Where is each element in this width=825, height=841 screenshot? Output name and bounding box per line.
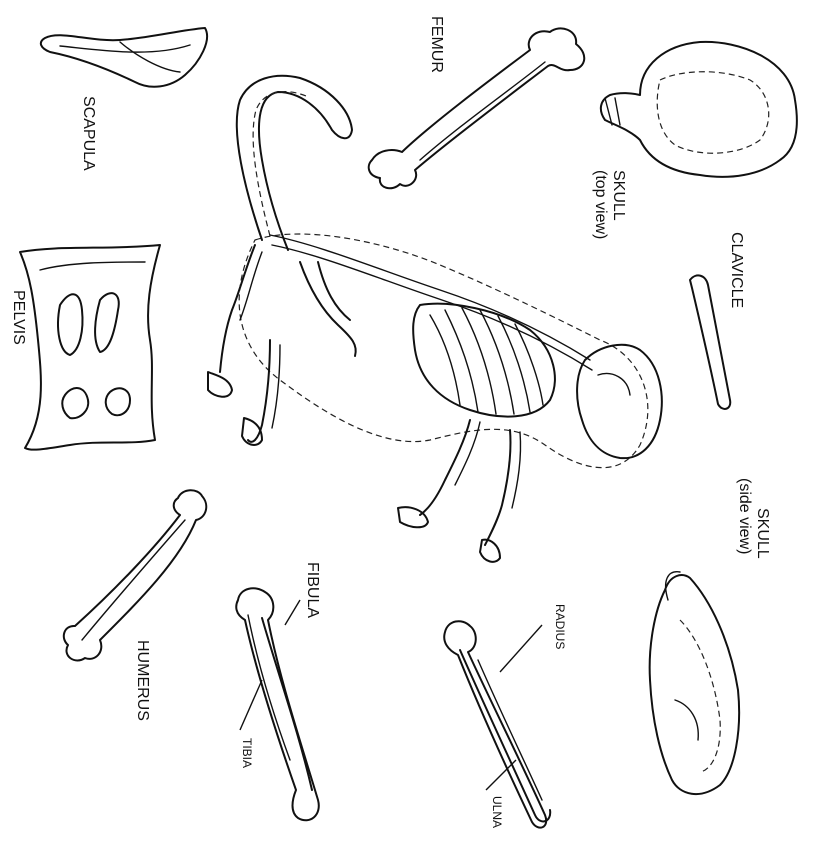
pelvis-label: PELVIS	[10, 290, 27, 345]
scapula-label: SCAPULA	[80, 96, 97, 171]
side-view-label: (side view)	[736, 478, 753, 554]
tibia-leader	[240, 680, 262, 730]
ulna-leader	[486, 760, 516, 790]
ulna-label: ULNA	[490, 796, 504, 828]
pelvis-bone	[20, 245, 160, 450]
skull-top-view	[601, 42, 797, 177]
top-view-label: (top view)	[592, 170, 609, 239]
fibula-label: FIBULA	[304, 562, 321, 618]
scapula-bone	[41, 28, 207, 87]
skull-side-view	[650, 572, 739, 794]
skull-top-label: SKULL	[610, 170, 627, 221]
skull-side-label: SKULL	[754, 508, 771, 559]
radius-label: RADIUS	[553, 604, 567, 649]
femur-label: FEMUR	[428, 16, 445, 73]
radius-leader	[500, 625, 542, 672]
tibia-label: TIBIA	[240, 738, 254, 768]
humerus-label: HUMERUS	[134, 640, 151, 721]
fibula-leader	[285, 600, 300, 625]
femur-bone	[369, 28, 585, 188]
tibia-fibula-bone	[236, 588, 319, 820]
clavicle-label: CLAVICLE	[728, 232, 745, 308]
rat-skeleton	[208, 76, 662, 562]
humerus-bone	[64, 490, 206, 660]
clavicle-bone	[690, 275, 730, 409]
